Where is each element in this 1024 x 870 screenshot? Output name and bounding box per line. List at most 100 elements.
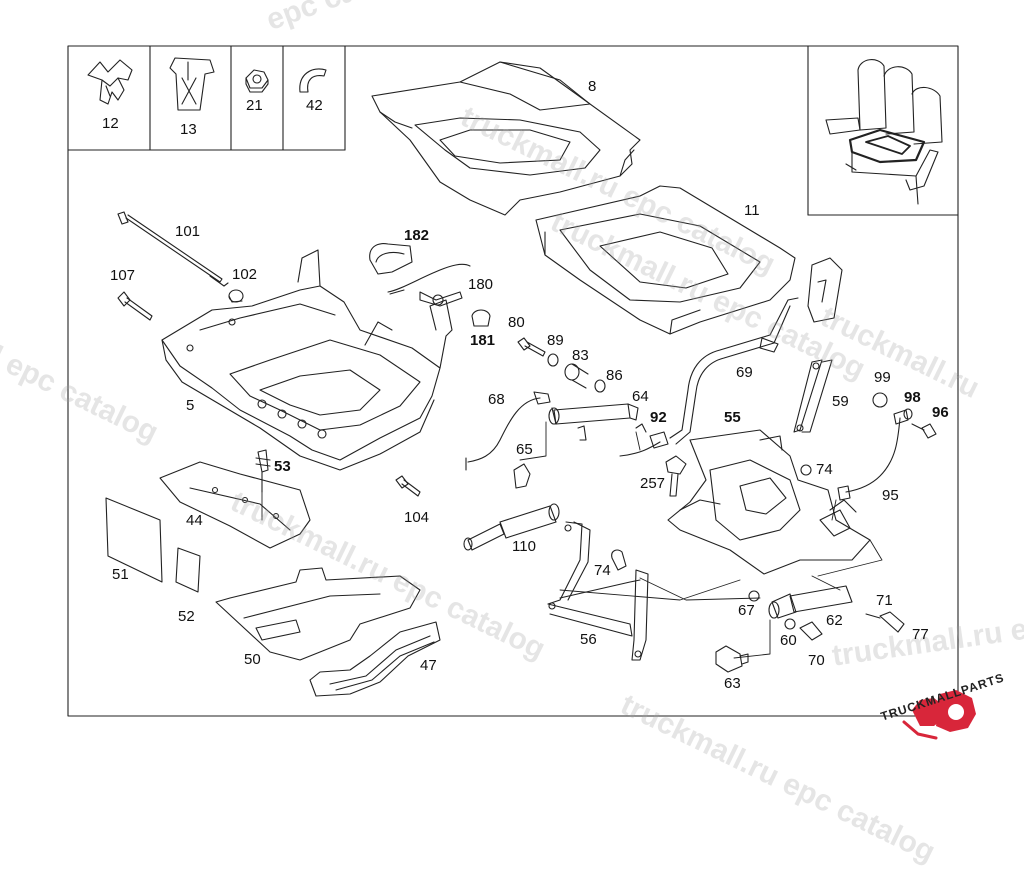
part-label-107: 107 bbox=[110, 267, 136, 284]
part-label-65: 65 bbox=[516, 441, 533, 458]
part-label-86: 86 bbox=[606, 367, 623, 384]
washer-67 bbox=[748, 590, 760, 602]
nut-74a bbox=[800, 464, 812, 476]
part-label-96: 96 bbox=[932, 404, 949, 421]
pin-77 bbox=[865, 611, 905, 633]
inset-label-42: 42 bbox=[306, 97, 323, 114]
mechanism-55 bbox=[667, 429, 871, 575]
seat-thumbnail bbox=[807, 45, 959, 216]
part-label-63: 63 bbox=[724, 675, 741, 692]
inset-label-12: 12 bbox=[102, 115, 119, 132]
washer-98 bbox=[903, 408, 913, 420]
inset-label-13: 13 bbox=[180, 121, 197, 138]
washer-86 bbox=[594, 379, 606, 393]
bracket-59 bbox=[793, 359, 833, 433]
gas-spring-62 bbox=[768, 585, 853, 619]
part-label-52: 52 bbox=[178, 608, 195, 625]
part-label-50: 50 bbox=[244, 651, 261, 668]
handle-182 bbox=[369, 243, 413, 275]
part-label-60: 60 bbox=[780, 632, 797, 649]
plate-44 bbox=[159, 461, 311, 549]
part-label-55: 55 bbox=[724, 409, 741, 426]
part-label-11: 11 bbox=[744, 202, 760, 219]
screw-96 bbox=[911, 423, 937, 439]
part-label-104: 104 bbox=[404, 509, 430, 526]
bushing-83 bbox=[564, 363, 589, 389]
plate-47 bbox=[309, 621, 441, 697]
diagram-drawing bbox=[67, 45, 976, 740]
part-label-68: 68 bbox=[488, 391, 505, 408]
part-label-98: 98 bbox=[904, 389, 921, 406]
sheet-52 bbox=[175, 547, 201, 593]
fastener-63 bbox=[715, 645, 749, 673]
part-label-92: 92 bbox=[650, 409, 667, 426]
part-label-44: 44 bbox=[186, 512, 203, 529]
part-label-180: 180 bbox=[468, 276, 494, 293]
seat-cushion-8 bbox=[371, 61, 641, 216]
cover-50 bbox=[215, 567, 421, 661]
pin-80 bbox=[517, 337, 546, 357]
part-label-53: 53 bbox=[274, 458, 291, 475]
bolt-104 bbox=[395, 475, 421, 497]
part-label-70: 70 bbox=[808, 652, 825, 669]
part-label-89: 89 bbox=[547, 332, 564, 349]
part-label-181: 181 bbox=[470, 332, 496, 349]
rod-92 bbox=[619, 423, 669, 457]
bolt-101 bbox=[117, 211, 229, 287]
part-label-5: 5 bbox=[186, 397, 195, 414]
part-label-67: 67 bbox=[738, 602, 755, 619]
cylinder-64 bbox=[548, 403, 639, 425]
part-label-51: 51 bbox=[112, 566, 129, 583]
part-label-8: 8 bbox=[588, 78, 597, 95]
gas-spring-110 bbox=[463, 503, 560, 551]
nut-60 bbox=[784, 618, 796, 630]
seat-frame-5 bbox=[161, 249, 453, 471]
part-label-74-upper: 74 bbox=[816, 461, 833, 478]
clip-65 bbox=[513, 425, 587, 489]
bolt-257 bbox=[665, 455, 687, 497]
part-label-182: 182 bbox=[404, 227, 430, 244]
part-label-71: 71 bbox=[876, 592, 893, 609]
bushing-102 bbox=[228, 289, 244, 303]
clip-42-icon bbox=[299, 68, 327, 93]
cap-99 bbox=[872, 392, 888, 408]
part-label-47: 47 bbox=[420, 657, 437, 674]
diagram-frame bbox=[67, 45, 959, 717]
bracket-plate bbox=[807, 257, 843, 323]
clip-13-icon bbox=[169, 57, 215, 111]
cable-68 bbox=[465, 391, 551, 471]
part-label-62: 62 bbox=[826, 612, 843, 629]
inset-parts-box bbox=[67, 45, 346, 151]
part-label-257: 257 bbox=[640, 475, 666, 492]
cable-180 bbox=[387, 263, 471, 307]
part-label-64: 64 bbox=[632, 388, 649, 405]
washer-89 bbox=[547, 353, 559, 367]
bolt-107 bbox=[117, 291, 153, 321]
tube-69 bbox=[669, 297, 799, 445]
cable-95 bbox=[837, 409, 909, 501]
frame-56 bbox=[547, 521, 649, 661]
truckmall-logo bbox=[902, 690, 976, 740]
clip-74b bbox=[611, 549, 627, 571]
part-label-59: 59 bbox=[832, 393, 849, 410]
leader-lines bbox=[261, 421, 883, 659]
part-label-110: 110 bbox=[512, 538, 536, 555]
clip-53 bbox=[255, 449, 271, 493]
part-label-102: 102 bbox=[232, 266, 258, 283]
part-label-69: 69 bbox=[736, 364, 753, 381]
sheet-51 bbox=[105, 497, 163, 583]
part-label-77: 77 bbox=[912, 626, 929, 643]
inset-label-21: 21 bbox=[246, 97, 263, 114]
part-label-83: 83 bbox=[572, 347, 589, 364]
part-label-74-lower: 74 bbox=[594, 562, 611, 579]
clip-12-icon bbox=[87, 59, 133, 105]
part-label-99: 99 bbox=[874, 369, 891, 386]
cap-181 bbox=[471, 309, 491, 327]
nut-21-icon bbox=[245, 69, 269, 93]
part-label-80: 80 bbox=[508, 314, 525, 331]
part-label-56: 56 bbox=[580, 631, 597, 648]
part-label-101: 101 bbox=[175, 223, 201, 240]
part-label-95: 95 bbox=[882, 487, 899, 504]
seat-cushion-11 bbox=[535, 185, 796, 335]
